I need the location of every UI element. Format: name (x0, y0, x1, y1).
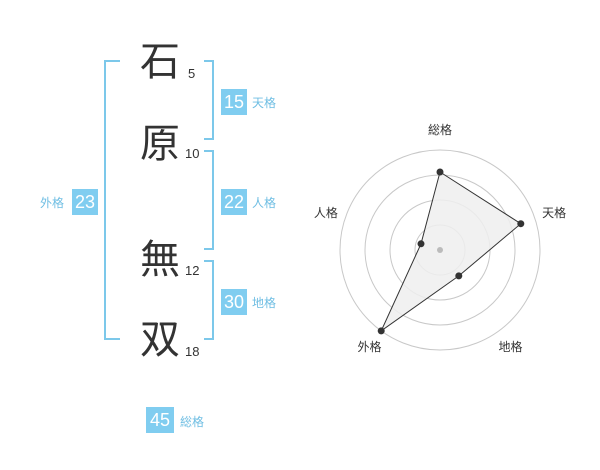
name-char-1: 石 (140, 39, 180, 85)
soukaku-value: 45 (146, 407, 174, 433)
stroke-count-1: 5 (188, 66, 196, 81)
jinkaku-value: 22 (221, 189, 247, 215)
jinkaku-label: 人格 (252, 196, 277, 210)
tenkaku-value: 15 (221, 89, 247, 115)
radar-axis-label: 外格 (357, 339, 381, 354)
radar-series-polygon (379, 171, 522, 333)
chikaku-label: 地格 (252, 296, 277, 310)
chikaku-value: 30 (221, 289, 247, 315)
radar-point-3 (455, 272, 463, 280)
radar-point-5 (417, 240, 425, 248)
name-char-4: 双 (140, 317, 180, 363)
radar-point-2 (517, 220, 525, 228)
radar-center-point (437, 247, 443, 253)
tenkaku-label: 天格 (252, 96, 277, 110)
name-char-3: 無 (140, 237, 180, 283)
stroke-count-3: 12 (185, 263, 200, 278)
gaikaku-value: 23 (72, 189, 98, 215)
radar-axis-label: 総格 (428, 122, 452, 137)
stroke-count-2: 10 (185, 146, 200, 161)
radar-axis-label: 人格 (314, 205, 338, 220)
gaikaku-label: 外格 (40, 196, 65, 210)
soukaku-label: 総格 (180, 415, 205, 429)
name-char-2: 原 (140, 121, 180, 167)
stroke-count-4: 18 (185, 344, 200, 359)
radar-point-4 (377, 327, 385, 335)
radar-point-1 (436, 168, 444, 176)
radar-axis-label: 天格 (542, 205, 566, 220)
radar-axis-label: 地格 (498, 339, 522, 354)
